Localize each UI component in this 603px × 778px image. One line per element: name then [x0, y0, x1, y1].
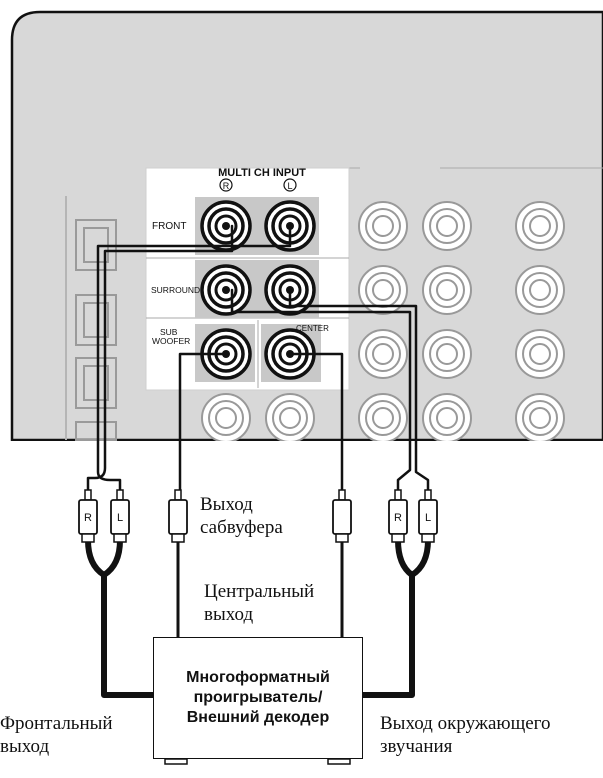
grey-jack-bottom — [201, 393, 251, 443]
row-label-center: CENTER — [296, 324, 329, 333]
plug-front-right-label: R — [84, 512, 92, 524]
grey-jack — [358, 393, 408, 443]
grey-jack — [422, 329, 472, 379]
surround-bundle — [360, 537, 415, 698]
right-marker: R — [223, 181, 230, 191]
device-title: Многоформатный проигрыватель/ Внешний де… — [186, 669, 330, 726]
grey-jack — [358, 329, 408, 379]
grey-jack — [422, 393, 472, 443]
grey-jack — [422, 201, 472, 251]
surround-bundle-2 — [409, 537, 431, 578]
plug-subwoofer — [168, 489, 188, 543]
cable-surround-left — [288, 288, 430, 498]
grey-jack — [422, 265, 472, 315]
label-surround-out: Выход окружающего звучания — [380, 713, 551, 757]
left-marker: L — [287, 181, 292, 191]
cable-subwoofer — [178, 352, 228, 498]
cable-surround-right — [230, 288, 412, 498]
plug-surround-right: R — [388, 489, 408, 543]
row-label-surround: SURROUND — [151, 285, 200, 295]
cables — [86, 224, 430, 498]
cable-center — [288, 352, 344, 498]
grey-jack — [515, 393, 565, 443]
jack-surround-right — [200, 264, 252, 316]
label-front-out: Фронтальный выход — [0, 713, 113, 757]
jack-front-left — [264, 200, 316, 252]
left-marker-circle — [283, 178, 297, 192]
plug-front-right: R — [78, 489, 98, 543]
grey-jack — [515, 329, 565, 379]
grey-jack — [358, 201, 408, 251]
multi-ch-input-header: MULTI CH INPUT — [218, 167, 306, 179]
multiformat-player-box: Многоформатный проигрыватель/ Внешний де… — [153, 637, 363, 759]
row-label-front: FRONT — [152, 221, 186, 232]
plug-center — [332, 489, 352, 543]
plug-surround-left: L — [418, 489, 438, 543]
right-marker-circle — [219, 178, 233, 192]
receiver-other-jacks — [0, 201, 603, 481]
plug-front-left: L — [110, 489, 130, 543]
grey-jack — [515, 201, 565, 251]
front-bundle-2 — [101, 537, 123, 578]
cable-front-right — [86, 224, 234, 498]
grey-jack — [358, 265, 408, 315]
cable-front-left — [96, 224, 292, 498]
front-bundle — [85, 537, 156, 698]
optical-connectors — [65, 196, 117, 441]
label-center-out: Центральный выход — [204, 581, 315, 625]
grey-jack-bottom — [265, 393, 315, 443]
jack-front-right — [200, 200, 252, 252]
plug-front-left-label: L — [117, 512, 123, 524]
label-subwoofer-out: Выход сабвуфера — [200, 494, 283, 538]
lower-cables — [85, 537, 431, 698]
plug-surround-left-label: L — [425, 512, 431, 524]
plug-surround-right-label: R — [394, 512, 402, 524]
grey-jack — [515, 265, 565, 315]
